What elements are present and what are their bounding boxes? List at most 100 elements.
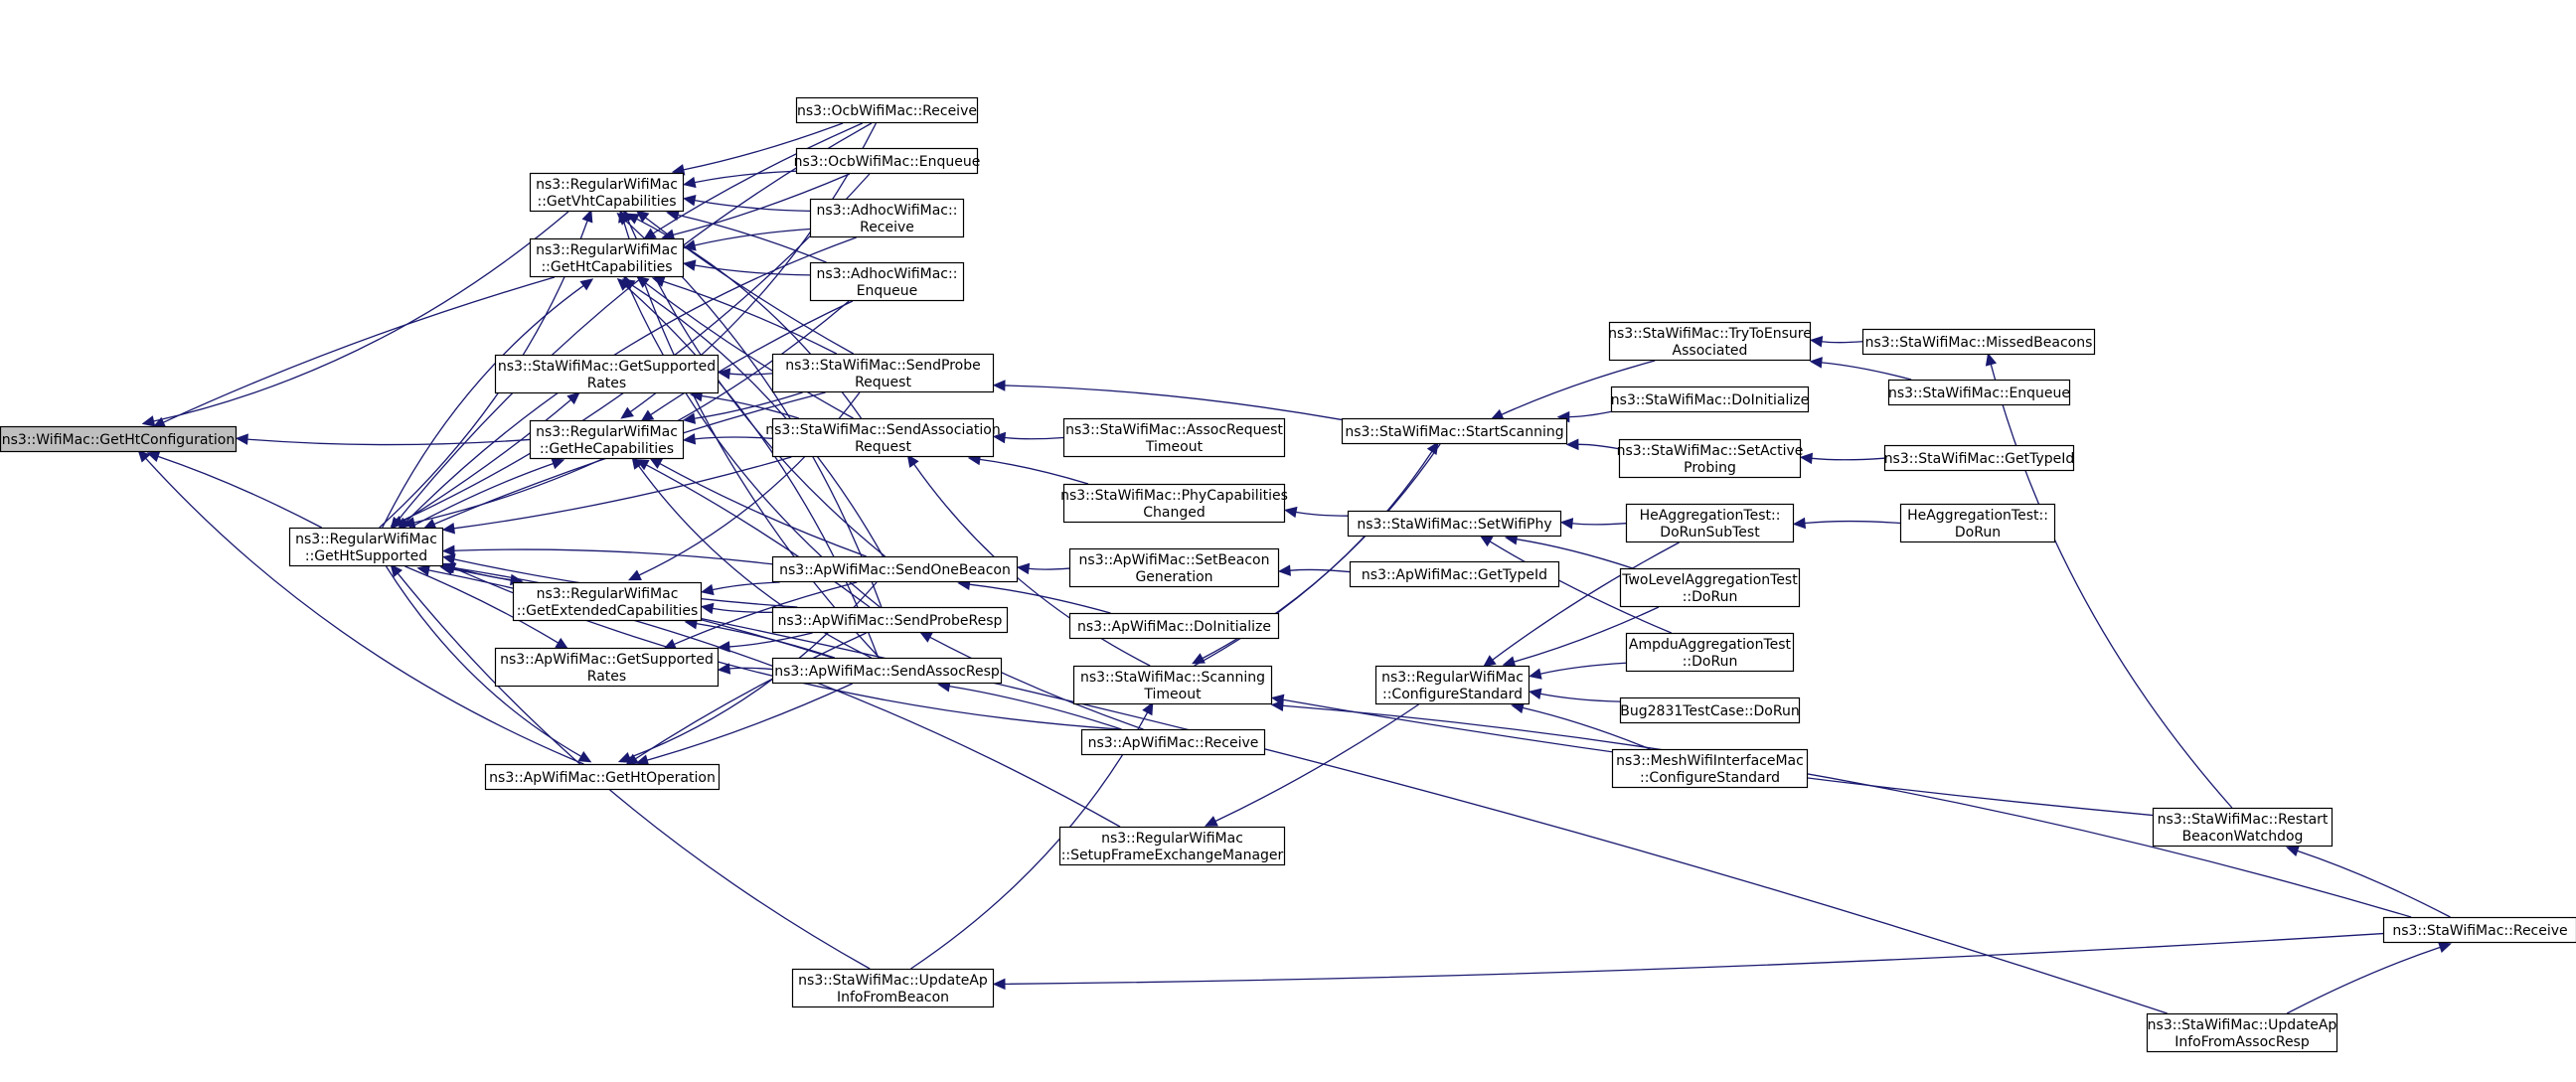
- node-box: [1062, 483, 1286, 524]
- node-apRecv[interactable]: ns3::ApWifiMac::Receive: [1080, 728, 1266, 756]
- node-box: [288, 527, 444, 567]
- node-setupFem[interactable]: ns3::RegularWifiMac::SetupFrameExchangeM…: [1058, 826, 1286, 866]
- call-edge: [682, 228, 811, 251]
- node-getHtCap[interactable]: ns3::RegularWifiMac::GetHtCapabilities: [529, 237, 685, 278]
- node-staEnq[interactable]: ns3::StaWifiMac::Enqueue: [1887, 379, 2071, 406]
- call-edge: [717, 368, 773, 380]
- node-label: ::GetHtCapabilities: [541, 259, 672, 275]
- edge-line: [728, 632, 813, 648]
- node-staRecv[interactable]: ns3::StaWifiMac::Receive: [2382, 916, 2576, 944]
- node-staDoInit[interactable]: ns3::StaWifiMac::DoInitialize: [1611, 386, 1809, 413]
- node-updateApAssoc[interactable]: ns3::StaWifiMac::UpdateApInfoFromAssocRe…: [2146, 1012, 2338, 1053]
- node-label: ns3::StaWifiMac::Scanning: [1080, 670, 1265, 686]
- node-label: ns3::StaWifiMac::SendAssociation: [765, 422, 1000, 438]
- node-box: [1619, 567, 1801, 608]
- node-ocbRecv[interactable]: ns3::OcbWifiMac::Receive: [795, 96, 979, 124]
- node-label: ::SetupFrameExchangeManager: [1061, 848, 1284, 863]
- node-label: InfoFromBeacon: [837, 990, 949, 1005]
- node-apGetTypeId[interactable]: ns3::ApWifiMac::GetTypeId: [1349, 560, 1560, 588]
- call-edge: [1799, 452, 1885, 465]
- node-ocbEnq[interactable]: ns3::OcbWifiMac::Enqueue: [794, 147, 981, 175]
- call-edge: [631, 456, 873, 659]
- edge-line: [677, 214, 827, 263]
- node-getExt[interactable]: ns3::RegularWifiMac::GetExtendedCapabili…: [512, 581, 703, 622]
- node-missedBeacons[interactable]: ns3::StaWifiMac::MissedBeacons: [1861, 328, 2096, 356]
- node-box: [771, 417, 995, 458]
- edge-line: [979, 458, 1089, 485]
- arrowhead-icon: [992, 978, 1006, 991]
- node-bug2831[interactable]: Bug2831TestCase::DoRun: [1619, 696, 1801, 724]
- node-startScan[interactable]: ns3::StaWifiMac::StartScanning: [1341, 417, 1568, 445]
- call-edge: [1194, 441, 1439, 667]
- node-box: [1058, 826, 1286, 866]
- node-box: [771, 555, 1019, 583]
- node-staGetTypeId[interactable]: ns3::StaWifiMac::GetTypeId: [1884, 444, 2075, 472]
- edge-line: [2297, 850, 2451, 918]
- edge-line: [673, 173, 851, 236]
- arrowhead-icon: [439, 563, 453, 575]
- node-adhocEnq[interactable]: ns3::AdhocWifiMac::Enqueue: [809, 261, 965, 302]
- node-heDoRun[interactable]: HeAggregationTest::DoRun: [1899, 503, 2056, 543]
- node-label: Enqueue: [857, 283, 918, 299]
- node-box: [1608, 321, 1812, 362]
- edge-line: [408, 462, 554, 529]
- node-getHtSup[interactable]: ns3::RegularWifiMac::GetHtSupported: [288, 527, 444, 567]
- node-getVht[interactable]: ns3::RegularWifiMac::GetVhtCapabilities: [529, 172, 685, 213]
- edge-line: [163, 276, 556, 423]
- node-sendProbeResp[interactable]: ns3::ApWifiMac::SendProbeResp: [771, 606, 1009, 634]
- call-edge: [1204, 703, 1419, 827]
- call-edge: [1277, 564, 1351, 576]
- node-heDoRunSub[interactable]: HeAggregationTest::DoRunSubTest: [1625, 503, 1795, 543]
- arrowhead-icon: [682, 176, 697, 189]
- node-sendOneBeacon[interactable]: ns3::ApWifiMac::SendOneBeacon: [771, 555, 1019, 583]
- node-root[interactable]: ns3::WifiMac::GetHtConfiguration: [0, 425, 238, 453]
- arrowhead-icon: [1204, 816, 1218, 827]
- arrowhead-icon: [555, 637, 569, 650]
- node-box: [1619, 696, 1801, 724]
- node-ampdu[interactable]: AmpduAggregationTest::DoRun: [1625, 632, 1795, 673]
- node-setWifiPhy[interactable]: ns3::StaWifiMac::SetWifiPhy: [1347, 510, 1562, 538]
- node-label: Associated: [1673, 343, 1748, 359]
- edge-line: [694, 436, 773, 440]
- node-label: ns3::StaWifiMac::SendProbe: [785, 358, 980, 374]
- node-twoLevel[interactable]: TwoLevelAggregationTest::DoRun: [1619, 567, 1801, 608]
- node-getHe[interactable]: ns3::RegularWifiMac::GetHeCapabilities: [529, 419, 685, 460]
- arrowhead-icon: [1528, 688, 1542, 699]
- node-apGetHtOp[interactable]: ns3::ApWifiMac::GetHtOperation: [484, 763, 721, 791]
- call-edge: [393, 391, 580, 529]
- node-box: [2382, 916, 2576, 944]
- call-edge: [1283, 506, 1349, 519]
- edge-line: [1194, 451, 1433, 667]
- node-box: [1374, 665, 1530, 705]
- node-layer: ns3::WifiMac::GetHtConfigurationns3::Reg…: [0, 96, 2576, 1053]
- node-cfgStd[interactable]: ns3::RegularWifiMac::ConfigureStandard: [1374, 665, 1530, 705]
- call-edge: [1511, 701, 1651, 750]
- node-label: ns3::ApWifiMac::SendProbeResp: [778, 613, 1003, 629]
- arrowhead-icon: [682, 259, 697, 271]
- node-meshCfg[interactable]: ns3::MeshWifiInterfaceMac::ConfigureStan…: [1611, 748, 1809, 789]
- node-adhocRecv[interactable]: ns3::AdhocWifiMac::Receive: [809, 198, 965, 238]
- node-label: ns3::ApWifiMac::GetHtOperation: [489, 770, 716, 786]
- call-edge: [1270, 699, 2412, 918]
- arrowhead-icon: [906, 454, 919, 468]
- node-apDoInit[interactable]: ns3::ApWifiMac::DoInitialize: [1068, 612, 1280, 640]
- edge-line: [453, 548, 773, 565]
- arrowhead-icon: [627, 569, 642, 581]
- call-edge: [640, 300, 854, 422]
- edge-line: [1282, 704, 2412, 918]
- node-sendAssocResp[interactable]: ns3::ApWifiMac::SendAssocResp: [771, 657, 1003, 685]
- edge-line: [1577, 443, 1620, 450]
- node-label: ::DoRun: [1683, 589, 1738, 605]
